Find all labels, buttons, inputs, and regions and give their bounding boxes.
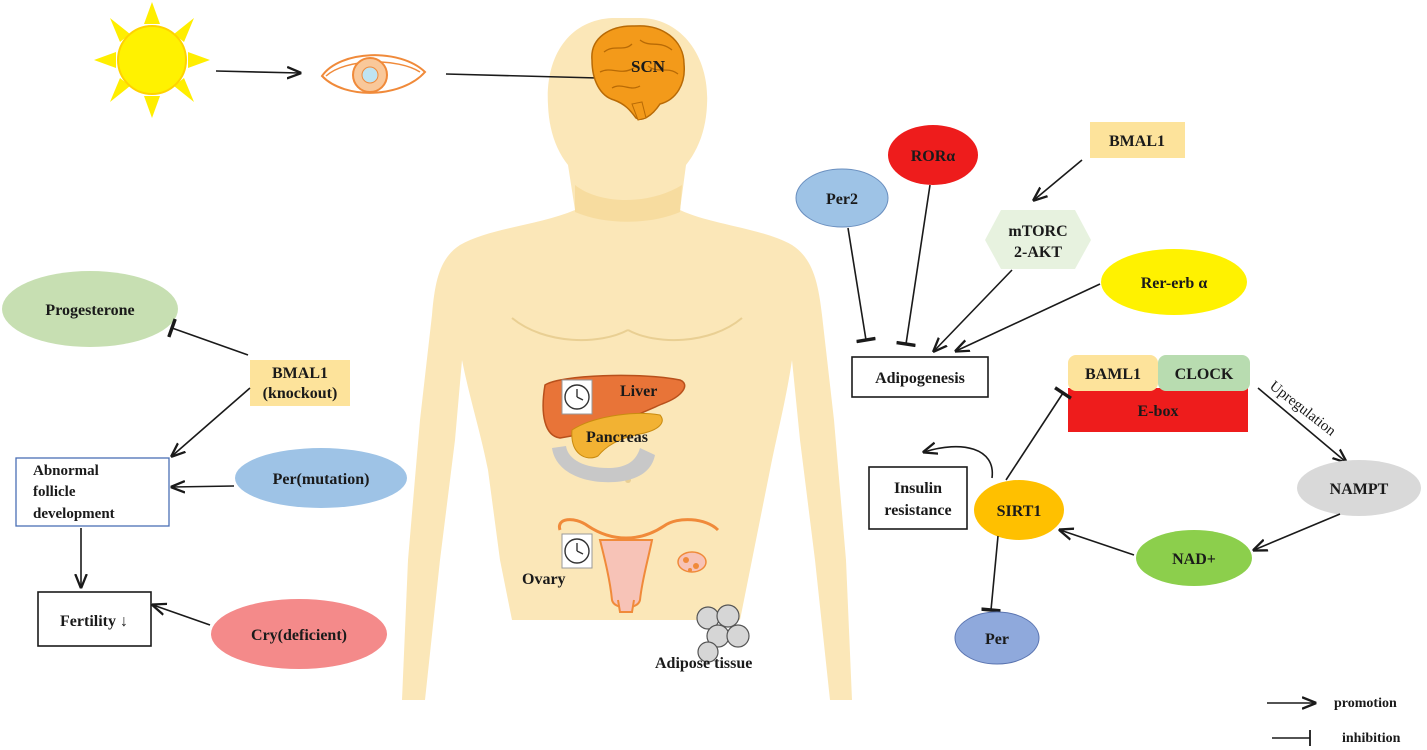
clock-icon xyxy=(561,379,593,415)
insulin-resistance-node xyxy=(868,466,968,530)
baml1-node xyxy=(1068,355,1158,391)
mtorc-label-1: mTORC xyxy=(1008,223,1067,240)
arrow-sirt1-insulin xyxy=(924,447,993,479)
ror-label: RORα xyxy=(911,148,956,165)
arrow-sun-eye xyxy=(215,71,300,73)
per-mutation-node xyxy=(235,448,407,508)
follicle-label-1: Abnormal xyxy=(33,463,99,479)
follicle-label-3: development xyxy=(33,506,115,522)
mtorc-node xyxy=(985,210,1091,269)
arrow-nad-sirt1 xyxy=(1060,530,1135,556)
upregulation-label: Upregulation xyxy=(1266,378,1339,440)
insulin-label-2: resistance xyxy=(884,502,951,519)
per2-node xyxy=(795,168,889,228)
clock-label: CLOCK xyxy=(1175,366,1234,383)
sirt1-node xyxy=(974,480,1064,540)
nad-node xyxy=(1136,530,1252,586)
inhibit-ror-adipogenesis xyxy=(896,184,931,348)
sirt1-label: SIRT1 xyxy=(997,503,1042,520)
human-body xyxy=(402,18,852,700)
bmal1-knockout-label-1: BMAL1 xyxy=(272,365,328,382)
arrow-bmal1-follicle xyxy=(172,387,251,456)
pancreas-label: Pancreas xyxy=(586,429,648,446)
progesterone-label: Progesterone xyxy=(45,302,134,319)
baml1-label: BAML1 xyxy=(1085,366,1141,383)
arrow-cry-fertility xyxy=(153,605,211,626)
clock-node xyxy=(1158,355,1250,391)
adipogenesis-label: Adipogenesis xyxy=(875,370,965,387)
sun-icon xyxy=(94,2,210,118)
per-label: Per xyxy=(985,631,1009,648)
rev-erb-label: Rer-erb α xyxy=(1141,275,1208,292)
stomach-icon xyxy=(552,446,655,483)
arrow-reverb-adipogenesis xyxy=(956,283,1101,351)
inhibit-bmal1-progesterone xyxy=(167,318,249,356)
per2-label: Per2 xyxy=(826,191,858,208)
ror-node xyxy=(888,125,978,185)
scn-label: SCN xyxy=(631,57,666,76)
eye-icon xyxy=(320,54,427,94)
ebox-node xyxy=(1068,388,1248,432)
bmal1-node xyxy=(1090,122,1185,158)
arrow-bmal1-mtorc xyxy=(1034,159,1083,200)
ebox-label: E-box xyxy=(1138,403,1179,420)
bmal1-knockout-node xyxy=(250,360,350,406)
arrow-per-follicle xyxy=(172,486,235,487)
per-node xyxy=(954,611,1040,665)
fertility-label: Fertility ↓ xyxy=(60,613,128,630)
inhibit-per2-adipogenesis xyxy=(847,227,876,344)
per-mutation-label: Per(mutation) xyxy=(273,471,370,488)
legend-inhibition-label: inhibition xyxy=(1342,731,1401,746)
fat-cells-icon xyxy=(696,604,750,663)
cry-deficient-label: Cry(deficient) xyxy=(251,627,347,644)
arrow-nampt-nad xyxy=(1254,513,1341,550)
uterus-icon xyxy=(557,518,720,613)
pancreas-icon xyxy=(571,412,663,459)
brain-icon xyxy=(591,25,685,121)
ovary-label: Ovary xyxy=(522,571,566,588)
cry-deficient-node xyxy=(211,599,387,669)
rev-erb-node xyxy=(1101,249,1247,315)
inhibit-sirt1-ebox xyxy=(1005,386,1072,481)
arrow-ebox-nampt xyxy=(1257,387,1346,462)
nad-label: NAD+ xyxy=(1172,551,1216,568)
liver-label: Liver xyxy=(620,383,657,400)
follicle-label-2: follicle xyxy=(33,484,76,500)
insulin-label-1: Insulin xyxy=(894,480,942,497)
nampt-label: NAMPT xyxy=(1330,481,1389,498)
bmal1-label: BMAL1 xyxy=(1109,133,1165,150)
fertility-node xyxy=(37,591,152,647)
progesterone-node xyxy=(2,271,178,347)
bmal1-knockout-label-2: (knockout) xyxy=(263,385,338,402)
follicle-node xyxy=(15,457,170,527)
legend-promotion-label: promotion xyxy=(1334,696,1397,711)
adipose-label: Adipose tissue xyxy=(655,655,752,672)
adipogenesis-node xyxy=(851,356,989,398)
mtorc-label-2: 2-AKT xyxy=(1014,244,1062,261)
inhibit-sirt1-per xyxy=(981,535,1001,613)
nampt-node xyxy=(1297,460,1421,516)
legend: promotion inhibition xyxy=(1267,696,1401,746)
arrow-mtorc-adipogenesis xyxy=(934,269,1013,351)
